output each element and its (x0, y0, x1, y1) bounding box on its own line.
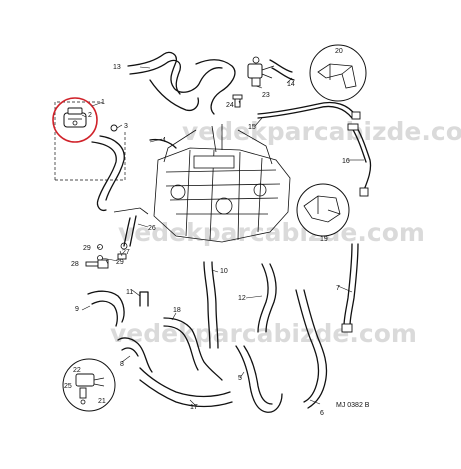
callout-27: 27 (122, 249, 130, 256)
sensor-16-top (347, 123, 359, 131)
thermostat-group-box (54, 101, 126, 181)
callout-11: 11 (126, 289, 133, 296)
hose-13 (127, 51, 223, 112)
bolt-28 (85, 259, 109, 269)
callout-21: 21 (98, 398, 106, 405)
hose-18 (163, 317, 223, 381)
highlight-circle (52, 97, 98, 143)
callout-23: 23 (262, 92, 270, 99)
watermark-top: vedekparcabizde.com (182, 117, 461, 146)
pipe-15 (257, 101, 357, 119)
pipe-15-end (351, 111, 361, 120)
bracket-detail-19 (296, 183, 350, 237)
washer-29a (97, 244, 103, 250)
callout-3: 3 (124, 123, 128, 130)
fitting-detail-22 (62, 358, 116, 412)
diagram-reference: MJ 0382 B (336, 402, 370, 409)
callout-4: 4 (162, 137, 166, 144)
hose-11 (139, 291, 149, 307)
callout-15: 15 (248, 124, 256, 131)
clip-27 (117, 253, 127, 260)
callout-22: 22 (73, 367, 81, 374)
callout-20: 20 (335, 48, 343, 55)
sensor-16-bottom (359, 187, 369, 197)
callout-8: 8 (120, 361, 124, 368)
callout-24: 24 (226, 102, 234, 109)
callout-13: 13 (113, 64, 121, 71)
bleed-tube-26 (113, 207, 149, 250)
callout-18: 18 (173, 307, 181, 314)
callout-6: 6 (320, 410, 324, 417)
heater-valve (247, 56, 275, 87)
callout-28: 28 (71, 261, 79, 268)
callout-19: 19 (320, 236, 328, 243)
bracket-detail-20 (309, 44, 367, 102)
hose-14 (269, 59, 295, 81)
callout-5: 5 (238, 375, 242, 382)
callout-2: 2 (88, 112, 92, 119)
watermark-middle: vedekparcabizde.com (118, 218, 425, 247)
hose-9 (87, 290, 125, 327)
watermark-bottom: vedekparcabizde.com (110, 319, 417, 348)
pipe-7-end (341, 323, 353, 333)
hose-6 (295, 289, 328, 409)
callout-10: 10 (220, 268, 228, 275)
hose-10 (203, 261, 219, 349)
callout-17: 17 (190, 404, 198, 411)
hose-clip-3 (110, 124, 118, 132)
hose-17 (139, 367, 233, 408)
callout-29-upper: 29 (83, 245, 91, 252)
hose-4 (91, 135, 125, 212)
thermostat-housing (63, 107, 87, 128)
engine-block (149, 124, 291, 243)
callout-9: 9 (75, 306, 79, 313)
callout-29-lower: 29 (116, 259, 124, 266)
callout-12: 12 (238, 295, 246, 302)
callout-26: 26 (148, 225, 156, 232)
callout-25: 25 (64, 383, 72, 390)
pipe-16 (351, 125, 372, 191)
hose-5 (235, 345, 283, 413)
pipe-7 (343, 243, 359, 327)
callout-16: 16 (342, 158, 350, 165)
valve-bolt (232, 94, 243, 108)
callout-7: 7 (336, 285, 340, 292)
hose-8 (117, 337, 153, 373)
hose-12 (257, 263, 277, 333)
leader-lines (81, 66, 364, 407)
callout-1: 1 (101, 99, 105, 106)
callout-14: 14 (287, 81, 295, 88)
hose-13-branch (195, 59, 236, 115)
